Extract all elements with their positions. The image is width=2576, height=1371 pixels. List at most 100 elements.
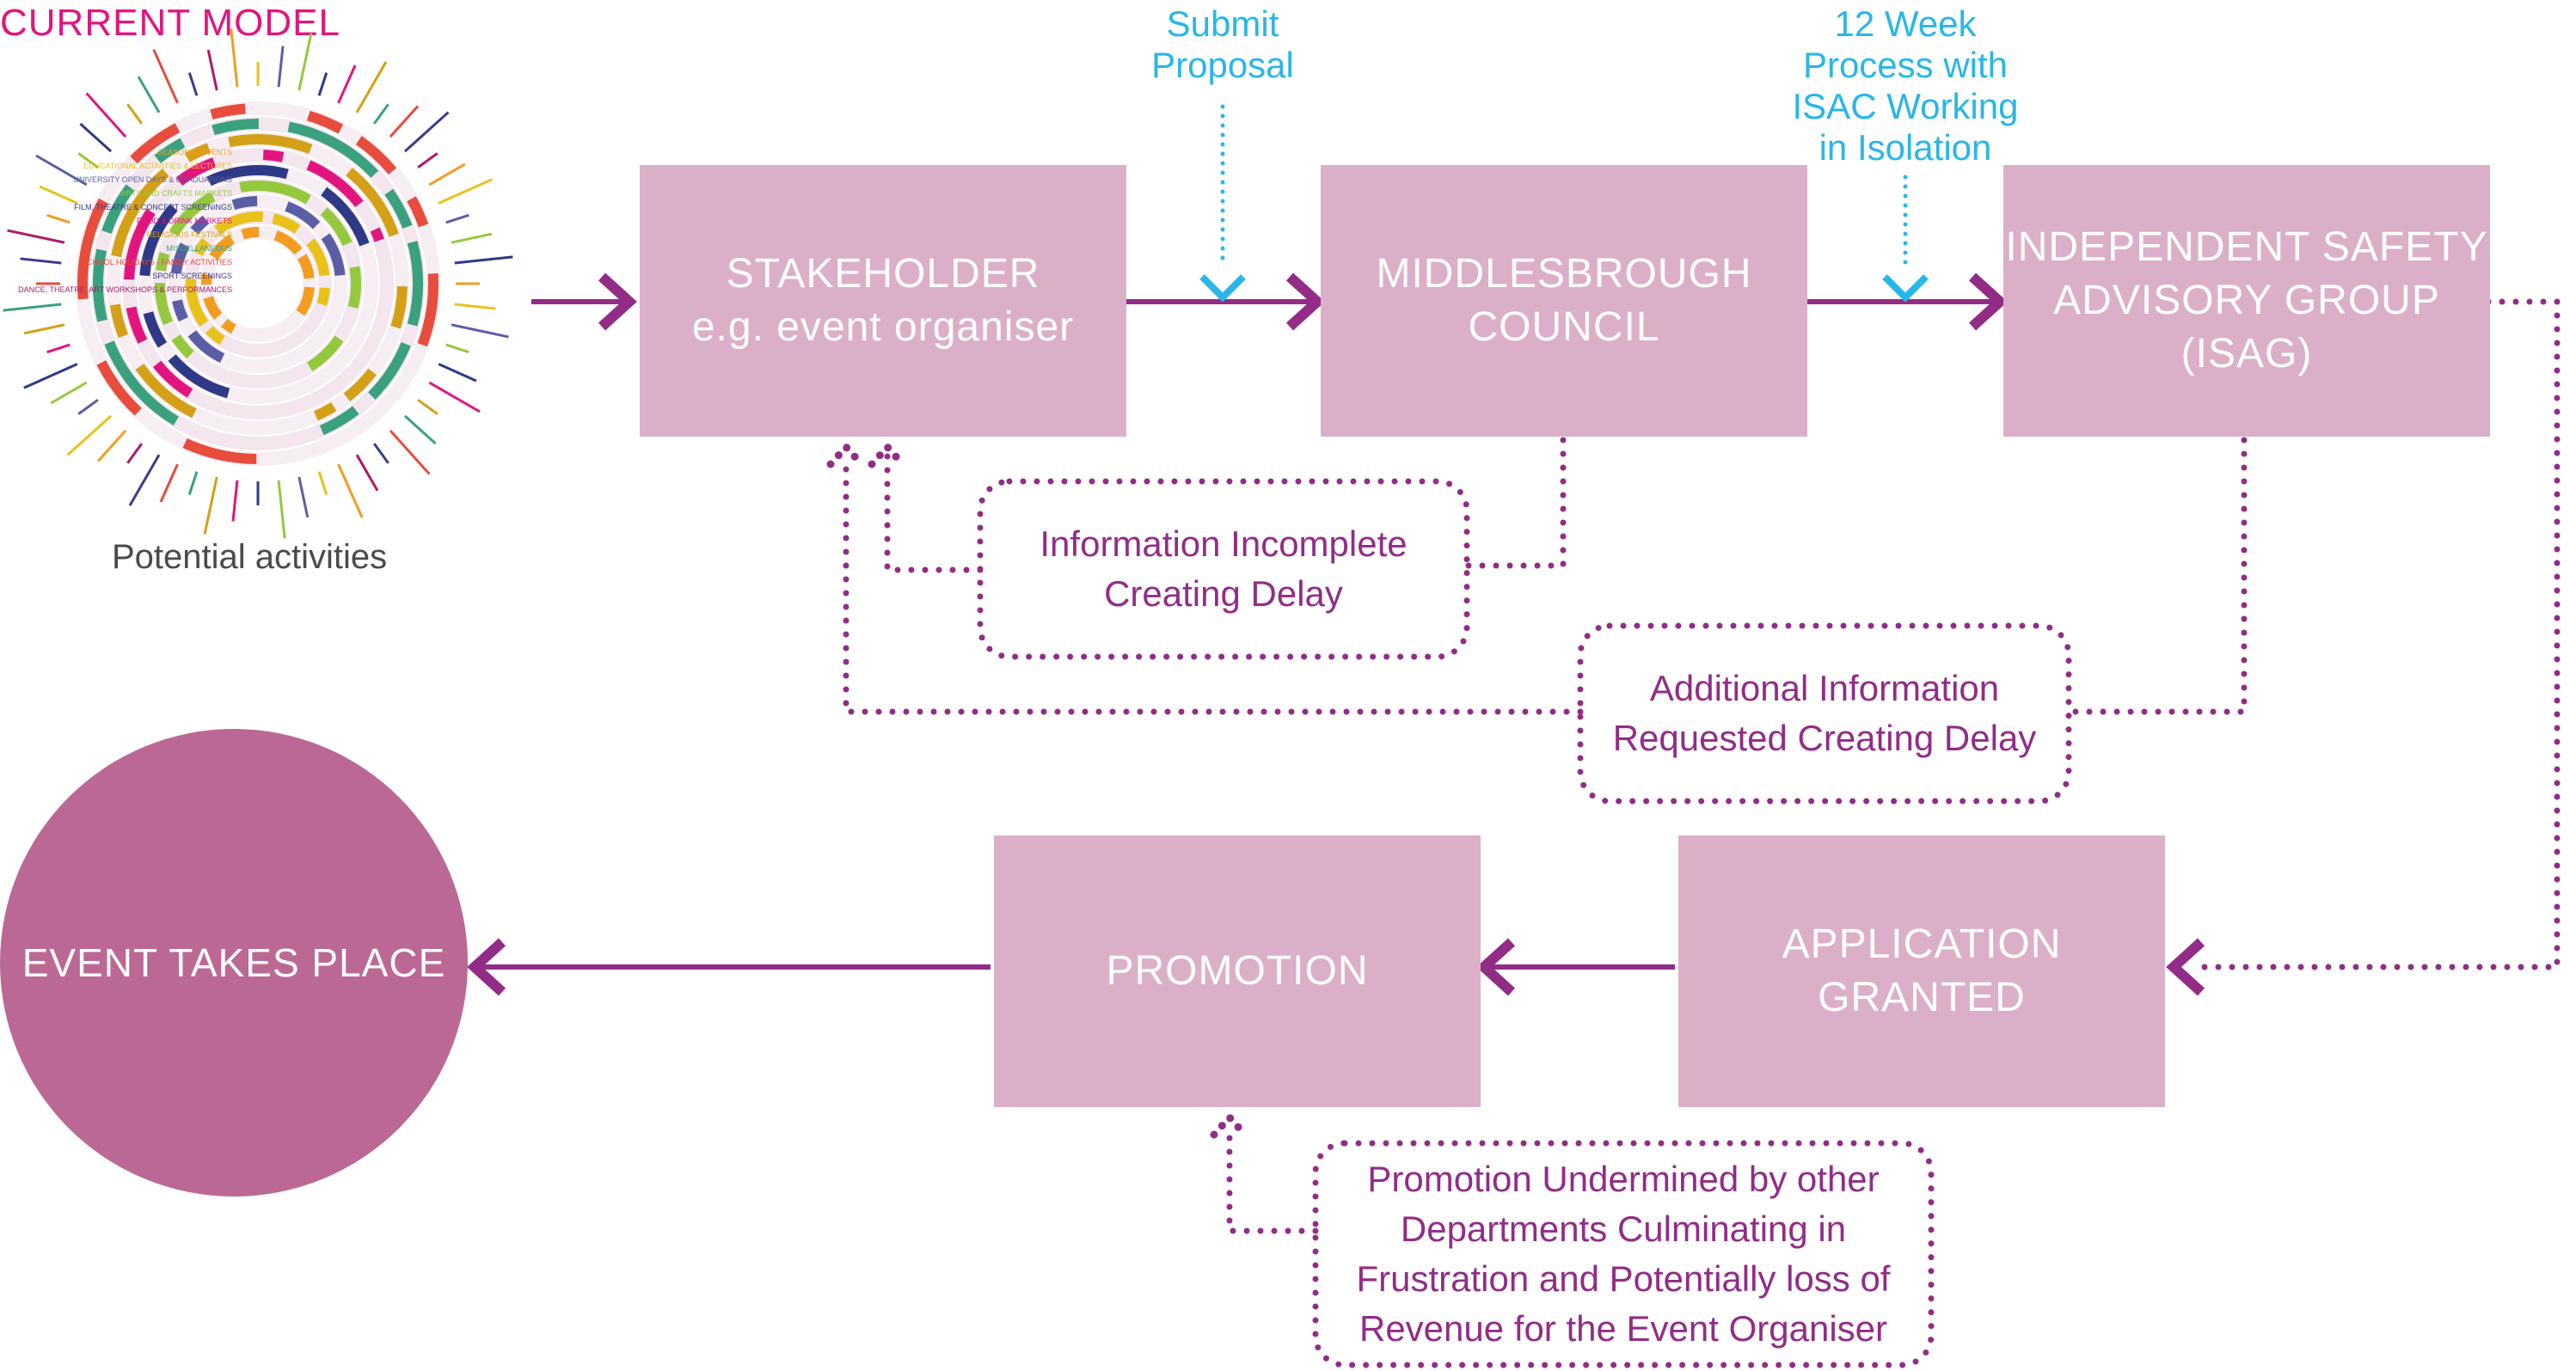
radial-segment <box>139 204 178 277</box>
radial-tick <box>389 429 431 475</box>
radial-tick <box>372 443 389 464</box>
radial-tick <box>438 363 477 383</box>
annotation-line: ISAC Working <box>1792 86 2019 126</box>
radial-segment <box>205 326 225 346</box>
radial-tick <box>46 343 71 354</box>
radial-segment <box>212 119 259 136</box>
radial-segment <box>239 181 311 205</box>
radial-category-label: FOOD & DRINK MARKETS <box>137 217 232 225</box>
arrowhead <box>868 441 907 468</box>
potential-activities-caption: Potential activities <box>112 538 388 576</box>
radial-segment <box>193 237 211 256</box>
submit-proposal-annotation: Submit Proposal <box>1119 3 1326 86</box>
radial-segment <box>370 227 384 242</box>
radial-segment <box>135 363 197 419</box>
radial-tick <box>96 429 127 462</box>
radial-tick <box>85 92 127 138</box>
radial-tick <box>206 49 218 91</box>
radial-segment <box>93 248 107 322</box>
radial-tick <box>389 105 420 138</box>
council-box: MIDDLESBROUGH COUNCIL <box>1321 165 1807 437</box>
radial-segment <box>172 299 188 322</box>
radial-tick <box>403 111 450 153</box>
note-border-additional <box>1577 622 2072 805</box>
radial-tick <box>159 463 179 503</box>
arrowhead <box>467 938 506 996</box>
radial-tick <box>451 232 493 244</box>
application-granted-box: APPLICATION GRANTED <box>1678 835 2165 1107</box>
radial-segment <box>262 150 285 162</box>
loop-additional-to-stakeholder <box>843 452 1584 715</box>
radial-segment <box>273 230 303 255</box>
radial-segment <box>321 187 370 247</box>
radial-tick <box>297 476 310 518</box>
radial-tick <box>428 162 466 187</box>
arrowhead <box>2166 938 2205 996</box>
loop-isag-additional-right <box>2065 437 2248 715</box>
radial-tick <box>403 414 437 445</box>
radial-segment <box>316 287 330 307</box>
radial-segment <box>186 278 209 327</box>
radial-tick <box>77 152 99 169</box>
promotion-box: PROMOTION <box>994 835 1481 1107</box>
radial-segment <box>296 286 315 316</box>
radial-segment <box>306 335 344 371</box>
radial-segment <box>143 311 168 348</box>
radial-category-label: EDUCATIONAL ACTIVITIES & LECTURES <box>83 162 232 170</box>
radial-tick <box>3 303 62 312</box>
radial-segment <box>297 254 315 279</box>
radial-segment <box>169 192 216 236</box>
radial-segment <box>187 330 225 364</box>
radial-tick <box>297 33 313 91</box>
radial-segment <box>306 160 364 208</box>
council-title-line1: MIDDLESBROUGH <box>1376 251 1752 297</box>
note-line: Revenue for the Event Organiser <box>1359 1308 1887 1349</box>
radial-tick <box>417 152 439 169</box>
loop-council-incomplete-right <box>1463 437 1567 569</box>
radial-tick <box>152 49 179 104</box>
promotion-undermined-note: Promotion Undermined by other Department… <box>1316 1143 1931 1365</box>
radial-tick <box>355 61 388 113</box>
annotation-line: 12 Week <box>1834 3 1977 44</box>
radial-segment <box>306 238 330 277</box>
radial-segment <box>156 252 170 272</box>
information-incomplete-note: Information Incomplete Creating Delay <box>980 481 1467 657</box>
radial-segment <box>111 168 169 258</box>
radial-tick <box>187 471 199 495</box>
arrowhead <box>1476 938 1516 996</box>
stakeholder-title: STAKEHOLDER <box>726 251 1040 297</box>
radial-segment <box>287 121 379 178</box>
radial-tick <box>23 323 65 335</box>
radial-segment <box>241 227 260 240</box>
radial-segment <box>214 211 264 235</box>
radial-category-label: RELIGIOUS FESTIVALS <box>147 230 232 239</box>
stakeholder-box: STAKEHOLDER e.g. event organiser <box>640 165 1126 437</box>
radial-segment <box>367 341 411 400</box>
diagram-title: CURRENT MODEL <box>0 2 341 44</box>
radial-segment <box>155 283 174 326</box>
radial-tick <box>277 480 286 539</box>
radial-segment <box>101 184 135 235</box>
radial-segment <box>228 134 313 155</box>
radial-tick <box>50 381 88 405</box>
radial-segment <box>184 143 211 162</box>
radial-tick <box>231 480 239 522</box>
radial-segment <box>306 110 344 134</box>
loop-isag-to-granted <box>2187 298 2561 970</box>
isag-box: INDEPENDENT SAFETY ADVISORY GROUP (ISAG) <box>2003 165 2490 437</box>
radial-tick <box>230 28 239 88</box>
radial-tick <box>372 103 389 125</box>
radial-segment <box>319 406 359 436</box>
note-line: Information Incomplete <box>1040 523 1408 564</box>
granted-title-line1: APPLICATION <box>1782 921 2062 967</box>
radial-segment <box>417 272 439 347</box>
radial-ring <box>169 194 347 373</box>
radial-tick <box>417 398 439 415</box>
additional-information-note: Additional Information Requested Creatin… <box>1580 626 2069 801</box>
radial-category-label: SEASONAL EVENTS <box>157 148 232 156</box>
note-line: Creating Delay <box>1104 573 1343 614</box>
radial-category-label: SCHOOL HOLIDAYS - FAMILY ACTIVITIES <box>82 258 232 266</box>
radial-tick <box>451 323 509 339</box>
radial-segment <box>209 234 236 260</box>
radial-segment <box>231 196 258 211</box>
